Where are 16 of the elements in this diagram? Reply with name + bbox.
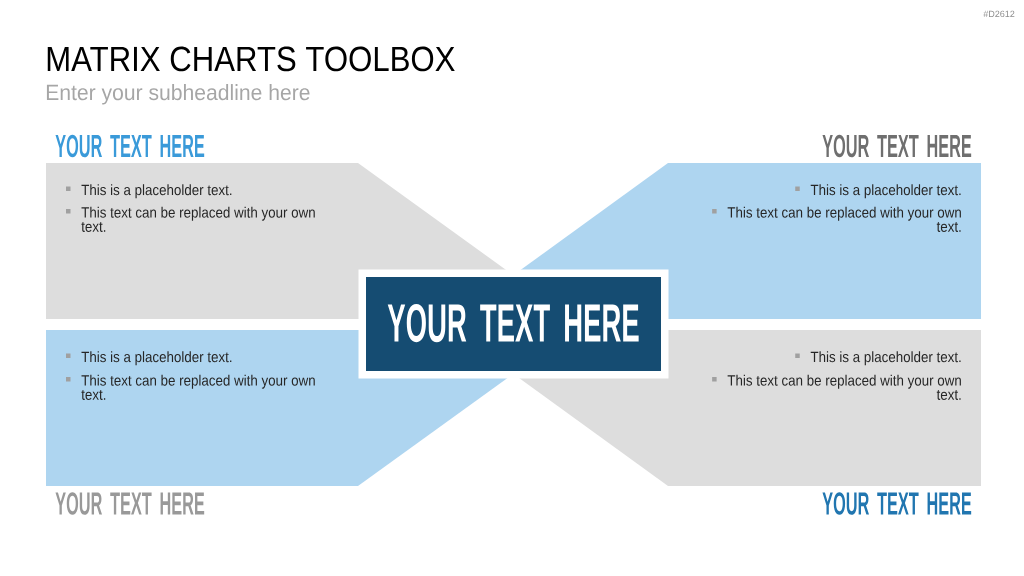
heading: YOUR TEXT HERE [55,134,205,158]
title-box: YOUR TEXT HERE [358,269,669,379]
bullet-text: This text can be replaced with your own text. [727,374,961,400]
bullet-text: This text can be replaced with your own text. [81,374,315,400]
bullet-text: This text can be replaced with your own text. [81,206,315,232]
heading: YOUR TEXT HERE [822,492,972,515]
heading: YOUR TEXT HERE [822,134,972,158]
bullet-text: This text can be replaced with your own text. [727,206,961,232]
heading: YOUR TEXT HERE [55,492,205,515]
bullet-text: This is a placeholder text. [81,184,232,199]
bullet-text: This is a placeholder text. [81,351,232,366]
bullet-text: This is a placeholder text. [810,184,961,199]
title: MATRIX CHARTS TOOLBOX [47,46,455,72]
bullet-text: This is a placeholder text. [810,351,961,366]
slide-code: #D2612 [983,10,1015,18]
subtitle: Enter your subheadline here [46,84,310,105]
